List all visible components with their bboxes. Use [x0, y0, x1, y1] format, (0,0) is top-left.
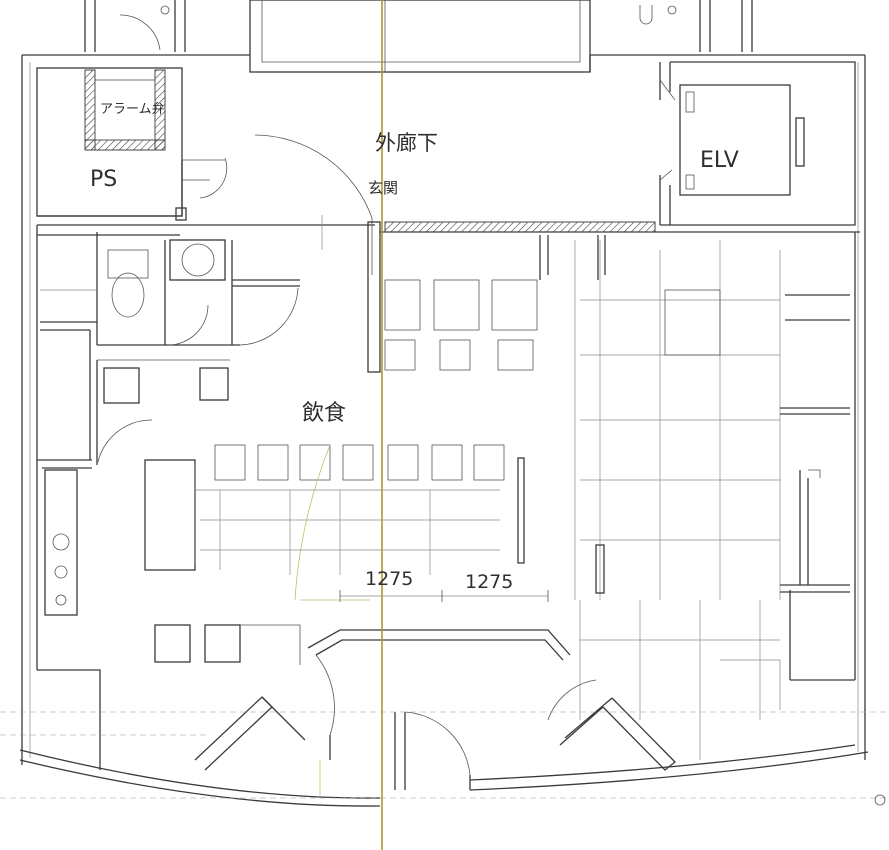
kitchen-area	[37, 321, 230, 616]
unit-walls	[36, 221, 860, 770]
right-dining-grid	[574, 240, 850, 760]
entrance-door	[254, 134, 381, 373]
dimension-left-label: 1275	[365, 568, 413, 590]
top-neighbor-units	[84, 0, 753, 73]
ps-room	[36, 67, 228, 221]
outer-corridor-label: 外廊下	[375, 131, 438, 155]
entrance-label: 玄関	[368, 179, 398, 197]
dimension-right-label: 1275	[465, 571, 513, 593]
front-facade	[19, 624, 869, 807]
reference-lines	[0, 711, 889, 806]
ps-label: PS	[90, 167, 117, 192]
seating-blocks	[195, 235, 606, 575]
toilet-room	[40, 232, 300, 346]
elv-label: ELV	[700, 148, 739, 173]
dimension-line	[339, 590, 549, 602]
corridor-outline	[21, 54, 866, 765]
room-labels: アラーム弁 PS 外廊下 玄関 ELV 飲食 1275 1275	[90, 102, 739, 593]
alarm-valve-label: アラーム弁	[100, 102, 165, 117]
elevator-shaft	[659, 61, 856, 226]
centerline-overlay	[294, 0, 383, 850]
dining-label: 飲食	[302, 401, 346, 426]
